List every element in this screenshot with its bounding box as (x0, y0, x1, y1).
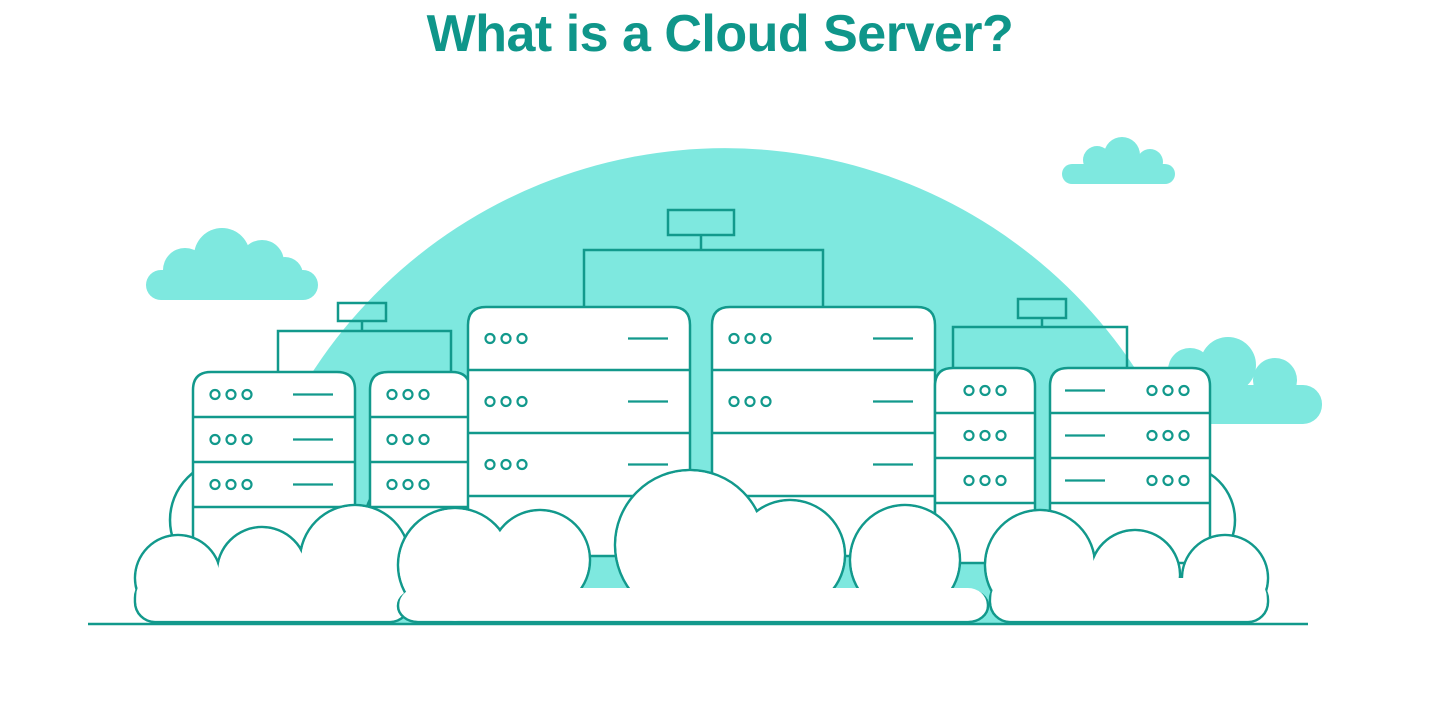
status-light-icon (1162, 429, 1174, 442)
status-light-icon (963, 384, 975, 397)
status-light-icon (1178, 429, 1190, 442)
status-light-icon (241, 478, 253, 491)
status-light-icon (995, 429, 1007, 442)
status-light-icon (1146, 384, 1158, 397)
status-light-icon (1162, 474, 1174, 487)
status-light-icon (225, 388, 237, 401)
network-connector (582, 208, 825, 307)
foreground-clouds (133, 468, 1270, 624)
status-light-icon (1146, 474, 1158, 487)
cloud-icon-3 (983, 508, 1270, 624)
cloud-icon-2 (396, 468, 990, 624)
cloud-icon-1 (133, 503, 412, 624)
server-rack-1 (191, 370, 357, 569)
status-light-icon (1178, 474, 1190, 487)
server-rack-4 (710, 305, 937, 558)
status-light-icon (418, 433, 430, 446)
status-light-icon (500, 395, 512, 408)
sky-cloud-icon (146, 228, 318, 300)
sky-cloud-icon (1062, 137, 1175, 184)
server-racks (191, 305, 1212, 569)
status-light-icon (500, 332, 512, 345)
status-light-icon (995, 384, 1007, 397)
network-connector (951, 297, 1129, 368)
status-light-icon (1146, 429, 1158, 442)
status-light-icon (225, 433, 237, 446)
status-light-icon (402, 433, 414, 446)
status-light-icon (386, 433, 398, 446)
status-light-icon (484, 458, 496, 471)
status-light-icon (500, 458, 512, 471)
status-light-icon (402, 478, 414, 491)
status-light-icon (209, 388, 221, 401)
status-light-icon (744, 332, 756, 345)
status-light-icon (418, 478, 430, 491)
status-light-icon (760, 332, 772, 345)
network-connectors (276, 208, 1129, 372)
status-light-icon (1178, 384, 1190, 397)
status-light-icon (963, 429, 975, 442)
status-light-icon (516, 332, 528, 345)
status-light-icon (241, 433, 253, 446)
status-light-icon (386, 388, 398, 401)
status-light-icon (484, 332, 496, 345)
status-light-icon (760, 395, 772, 408)
status-light-icon (484, 395, 496, 408)
status-light-icon (963, 474, 975, 487)
status-light-icon (209, 433, 221, 446)
status-light-icon (728, 332, 740, 345)
status-light-icon (402, 388, 414, 401)
status-light-icon (1162, 384, 1174, 397)
status-light-icon (516, 395, 528, 408)
status-light-icon (241, 388, 253, 401)
server-rack-6 (1048, 366, 1212, 565)
network-connector (276, 301, 453, 372)
status-light-icon (744, 395, 756, 408)
status-light-icon (386, 478, 398, 491)
page-title: What is a Cloud Server? (426, 5, 1014, 63)
server-rack-5 (933, 366, 1037, 565)
status-light-icon (979, 384, 991, 397)
status-light-icon (516, 458, 528, 471)
status-light-icon (225, 478, 237, 491)
status-light-icon (995, 474, 1007, 487)
status-light-icon (418, 388, 430, 401)
status-light-icon (979, 474, 991, 487)
status-light-icon (209, 478, 221, 491)
status-light-icon (728, 395, 740, 408)
status-light-icon (979, 429, 991, 442)
